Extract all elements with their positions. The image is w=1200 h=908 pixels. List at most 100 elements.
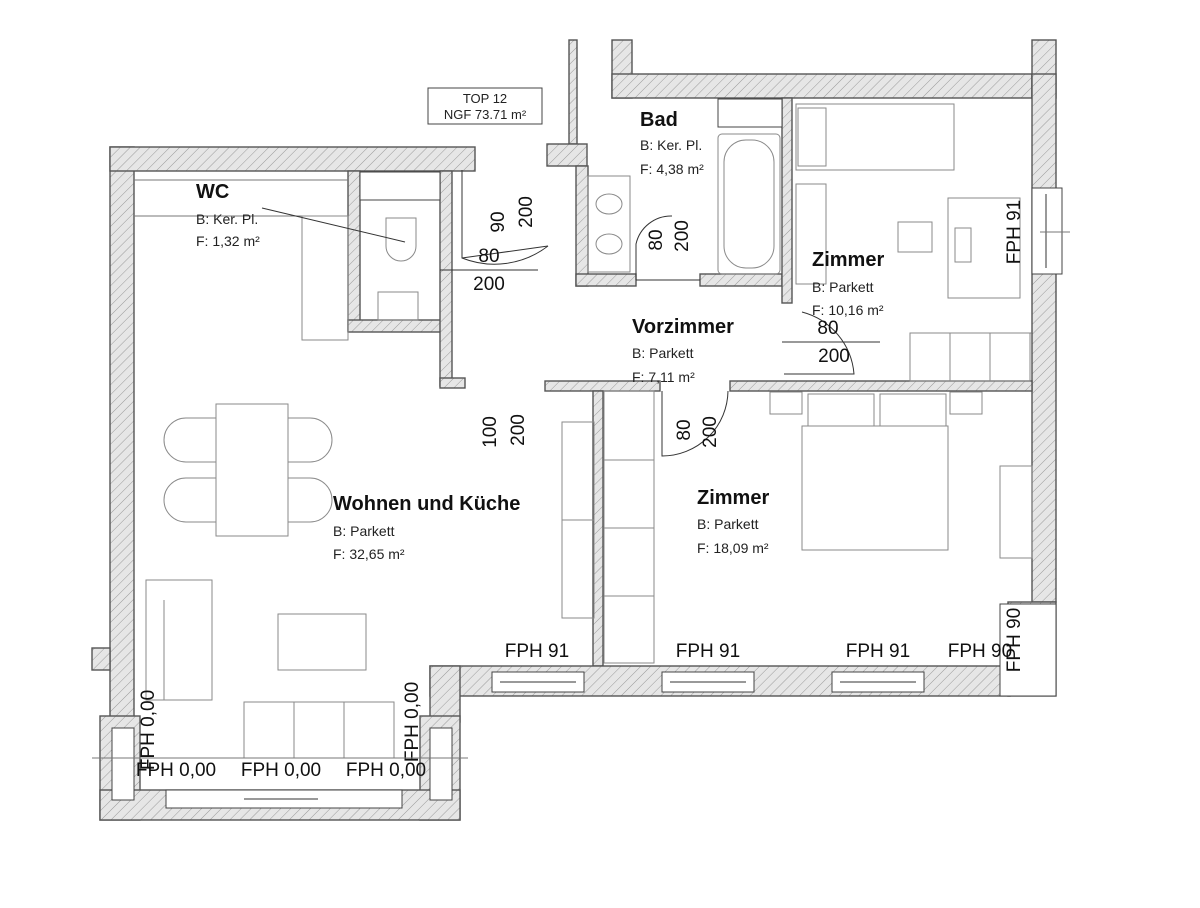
wall-wc-right-foot	[439, 377, 466, 389]
wall-bath-left	[575, 165, 589, 287]
door-zimmer-bottom-swing	[661, 390, 729, 457]
dining-table-icon	[215, 403, 289, 537]
kitchen-island	[301, 215, 349, 341]
bed-pillow	[797, 107, 827, 167]
door-entrance-leaf	[461, 245, 549, 259]
monitor-icon	[954, 227, 972, 263]
coffee-table-icon	[277, 613, 367, 671]
wall-right-outer	[1031, 73, 1057, 603]
room-name-wohnen: Wohnen und Küche	[333, 493, 520, 515]
wall-wc-right	[439, 170, 453, 387]
room-floor-zimmer-bottom: B: Parkett	[697, 516, 759, 532]
dim-wc-width: 80	[478, 246, 499, 267]
dim-zimmer-bottom-height: 200	[700, 416, 721, 448]
wall-entry-ledge	[546, 143, 588, 167]
double-sink-icon	[587, 175, 631, 273]
fph-bay-1: FPH 0,00	[136, 760, 216, 781]
window-bay-left	[111, 727, 135, 801]
desk-icon	[947, 197, 1021, 299]
dresser-icon	[999, 465, 1033, 559]
fph-south-3: FPH 91	[846, 641, 910, 662]
desk-chair-icon	[897, 221, 933, 253]
room-floor-wohnen: B: Parkett	[333, 523, 395, 539]
room-vorzimmer: Vorzimmer B: Parkett F: 7,11 m²	[632, 316, 734, 385]
room-name-bad: Bad	[640, 109, 678, 131]
room-name-wc: WC	[196, 181, 229, 203]
chair-icon-3	[288, 417, 333, 463]
window-wc	[359, 171, 441, 201]
room-floor-vorzimmer: B: Parkett	[632, 345, 694, 361]
room-name-zimmer-top: Zimmer	[812, 249, 884, 271]
wall-bath-bottom-right	[699, 273, 783, 287]
wc-sink-icon	[377, 291, 419, 321]
wall-top-right	[611, 73, 1033, 99]
fph-bay-left-vertical: FPH 0,00	[138, 690, 159, 770]
nightstand-right	[949, 391, 983, 415]
window-bath	[717, 98, 783, 128]
window-bay-right	[429, 727, 453, 801]
fph-bay-right-vertical: FPH 0,00	[402, 682, 423, 762]
doors	[440, 170, 880, 457]
wall-bath-bottom-left	[575, 273, 637, 287]
room-zimmer-top: Zimmer B: Parkett F: 10,16 m²	[812, 249, 884, 318]
door-dimensions: 90 200 80 200 80 200 80 200 100 200 80 2…	[473, 196, 850, 448]
room-area-zimmer-bottom: F: 18,09 m²	[697, 540, 769, 556]
room-area-zimmer-top: F: 10,16 m²	[812, 302, 884, 318]
chair-icon-1	[163, 417, 216, 463]
top-box-line1: TOP 12	[463, 91, 507, 106]
fph-right-bottom: FPH 90	[1004, 608, 1025, 672]
window-right-top	[1031, 187, 1063, 275]
top-box: TOP 12 NGF 73.71 m²	[427, 87, 543, 125]
room-area-bad: F: 4,38 m²	[640, 161, 704, 177]
wall-corridor-bottom-right	[729, 380, 1033, 392]
room-wc: WC B: Ker. Pl. F: 1,32 m²	[196, 181, 260, 249]
bed-single-icon	[795, 103, 955, 171]
room-zimmer-bottom: Zimmer B: Parkett F: 18,09 m²	[697, 487, 769, 556]
wc-leader-line	[261, 207, 406, 243]
dim-wohnen-width: 100	[480, 416, 501, 448]
window-right-bottom	[999, 603, 1057, 697]
dim-bad-height: 200	[672, 220, 693, 252]
wall-left-outer	[109, 146, 135, 721]
bathtub-inner	[723, 139, 775, 269]
dim-zimmer-top-width: 80	[817, 318, 838, 339]
sofa-icon	[243, 701, 395, 759]
shelf-icon	[909, 332, 1031, 382]
room-area-vorzimmer: F: 7,11 m²	[632, 369, 695, 385]
wall-living-top	[109, 146, 476, 172]
dim-wc-height: 200	[473, 274, 505, 295]
top-box-line2: NGF 73.71 m²	[444, 107, 527, 122]
sink-bowl-2	[595, 233, 623, 255]
door-zimmer-top-swing	[784, 311, 855, 375]
dim-entrance-height: 200	[516, 196, 537, 228]
fph-south-4: FPH 90	[948, 641, 1012, 662]
chair-icon-4	[288, 477, 333, 523]
room-area-wc: F: 1,32 m²	[196, 233, 260, 249]
wall-left-nub	[91, 647, 111, 671]
toilet-icon	[385, 217, 417, 262]
fph-right-top: FPH 91	[1004, 200, 1025, 264]
room-wohnen: Wohnen und Küche B: Parkett F: 32,65 m²	[333, 493, 520, 562]
room-bad: Bad B: Ker. Pl. F: 4,38 m²	[640, 109, 704, 177]
fph-south-2: FPH 91	[676, 641, 740, 662]
dim-bad-width: 80	[646, 229, 667, 250]
bathtub-icon	[717, 133, 781, 275]
armchair-icon	[145, 579, 213, 701]
room-area-wohnen: F: 32,65 m²	[333, 546, 405, 562]
door-entrance-swing	[461, 170, 549, 265]
wardrobe-top	[795, 183, 827, 285]
fph-south-1: FPH 91	[505, 641, 569, 662]
nightstand-left	[769, 391, 803, 415]
wall-bath-room-divider	[781, 97, 793, 304]
fph-bay-2: FPH 0,00	[241, 760, 321, 781]
window-labels: FPH 91 FPH 91 FPH 91 FPH 91 FPH 90 FPH 9…	[136, 200, 1025, 781]
dim-zimmer-top-height: 200	[818, 346, 850, 367]
walls	[91, 39, 1057, 821]
windows	[111, 98, 1063, 809]
room-floor-zimmer-top: B: Parkett	[812, 279, 874, 295]
sink-bowl-1	[595, 193, 623, 215]
wall-bay-corner-right	[429, 665, 461, 723]
top-box-frame	[427, 87, 543, 125]
bed-pillow-right	[879, 393, 947, 427]
